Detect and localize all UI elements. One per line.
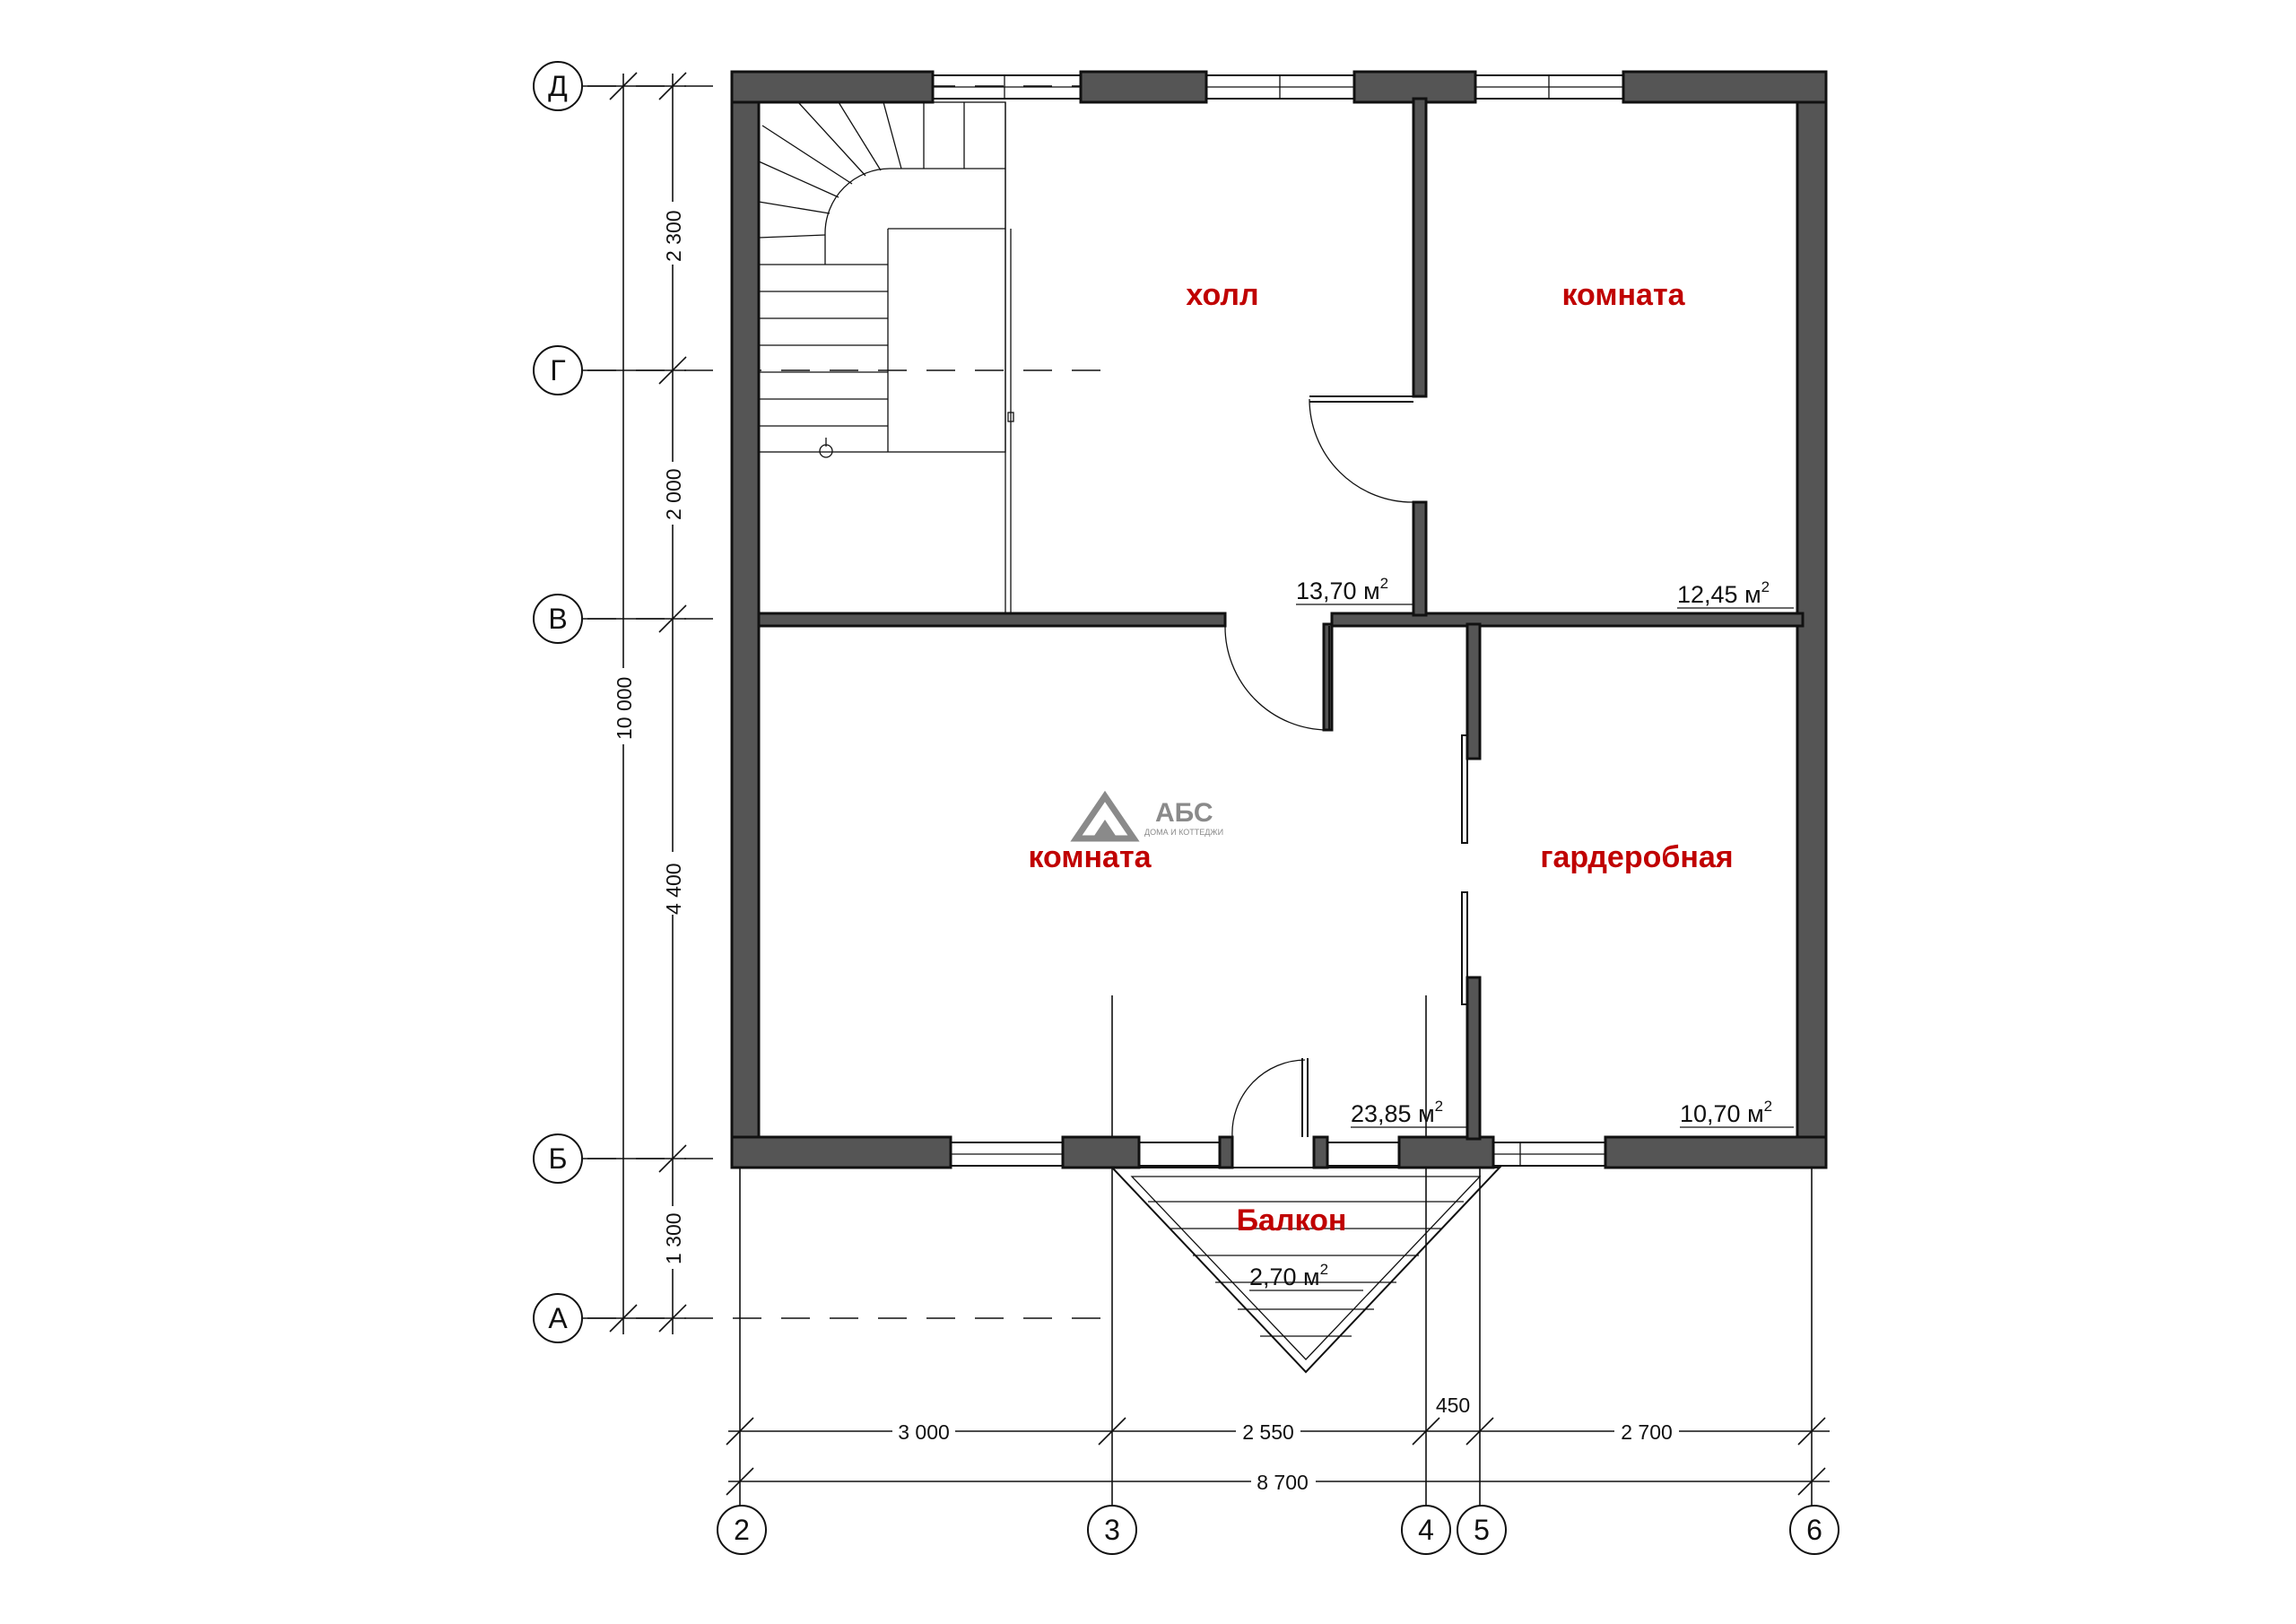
dim-v-total: 10 000 <box>613 677 636 740</box>
axis-marker-col-6: 6 <box>1789 1505 1839 1555</box>
svg-text:В: В <box>548 603 567 635</box>
dim-h-4: 2 700 <box>1621 1420 1673 1444</box>
room-label-balcony: Балкон <box>1237 1203 1347 1238</box>
svg-text:6: 6 <box>1806 1514 1822 1546</box>
logo: АБС ДОМА И КОТТЕДЖИ <box>1070 790 1223 842</box>
svg-text:Д: Д <box>548 70 568 102</box>
horizontal-dimensions: 3 000 2 550 450 2 700 8 700 <box>726 1394 1830 1496</box>
axis-marker-col-2: 2 <box>717 1505 767 1555</box>
axis-marker-col-5: 5 <box>1457 1505 1507 1555</box>
col-axis-markers: 2 3 4 5 6 <box>717 1505 1839 1555</box>
svg-text:Б: Б <box>549 1142 568 1175</box>
room-label-room-main: комната <box>1028 840 1152 874</box>
balcony <box>1109 1167 1502 1374</box>
staircase <box>758 101 1014 613</box>
room-label-hall: холл <box>1186 278 1258 312</box>
area-room-main: 23,85 м2 <box>1351 1098 1443 1127</box>
walls <box>730 70 1828 1169</box>
room-areas: 13,70 м2 12,45 м2 23,85 м2 10,70 м2 2,70… <box>1249 575 1794 1291</box>
dim-h-2: 2 550 <box>1242 1420 1294 1444</box>
dim-h-total: 8 700 <box>1257 1471 1309 1494</box>
axis-marker-col-4: 4 <box>1401 1505 1451 1555</box>
room-label-room-top: комната <box>1561 278 1685 312</box>
axis-marker-col-3: 3 <box>1087 1505 1137 1555</box>
logo-subtitle: ДОМА И КОТТЕДЖИ <box>1144 828 1223 837</box>
svg-text:Г: Г <box>550 354 565 386</box>
dim-h-1: 3 000 <box>898 1420 950 1444</box>
svg-text:2: 2 <box>734 1514 750 1546</box>
dim-v-1: 2 300 <box>662 210 685 262</box>
area-wardrobe: 10,70 м2 <box>1680 1098 1772 1127</box>
svg-text:А: А <box>548 1302 568 1334</box>
dim-v-3: 4 400 <box>662 863 685 915</box>
axis-marker-row-v: В <box>533 594 583 644</box>
room-labels: холл комната комната гардеробная Балкон <box>1028 278 1733 1238</box>
svg-text:5: 5 <box>1474 1514 1490 1546</box>
vertical-dimensions: 2 300 2 000 4 400 1 300 10 000 <box>583 72 687 1334</box>
doors <box>1224 395 1468 1138</box>
area-balcony: 2,70 м2 <box>1249 1261 1328 1290</box>
axis-marker-row-b: Б <box>533 1133 583 1184</box>
axis-marker-row-a: А <box>533 1293 583 1343</box>
dim-h-3: 450 <box>1436 1394 1470 1417</box>
dim-v-4: 1 300 <box>662 1212 685 1264</box>
svg-text:3: 3 <box>1104 1514 1120 1546</box>
area-room-top: 12,45 м2 <box>1677 578 1770 608</box>
logo-house-icon <box>1070 790 1140 842</box>
axis-marker-row-g: Г <box>533 345 583 395</box>
dim-v-2: 2 000 <box>662 468 685 520</box>
axis-marker-row-d: Д <box>533 61 583 111</box>
row-axis-markers: Д Г В Б А <box>533 61 583 1343</box>
svg-text:4: 4 <box>1418 1514 1434 1546</box>
logo-title: АБС <box>1155 798 1213 828</box>
room-label-wardrobe: гардеробная <box>1540 840 1733 874</box>
area-hall: 13,70 м2 <box>1296 575 1388 604</box>
